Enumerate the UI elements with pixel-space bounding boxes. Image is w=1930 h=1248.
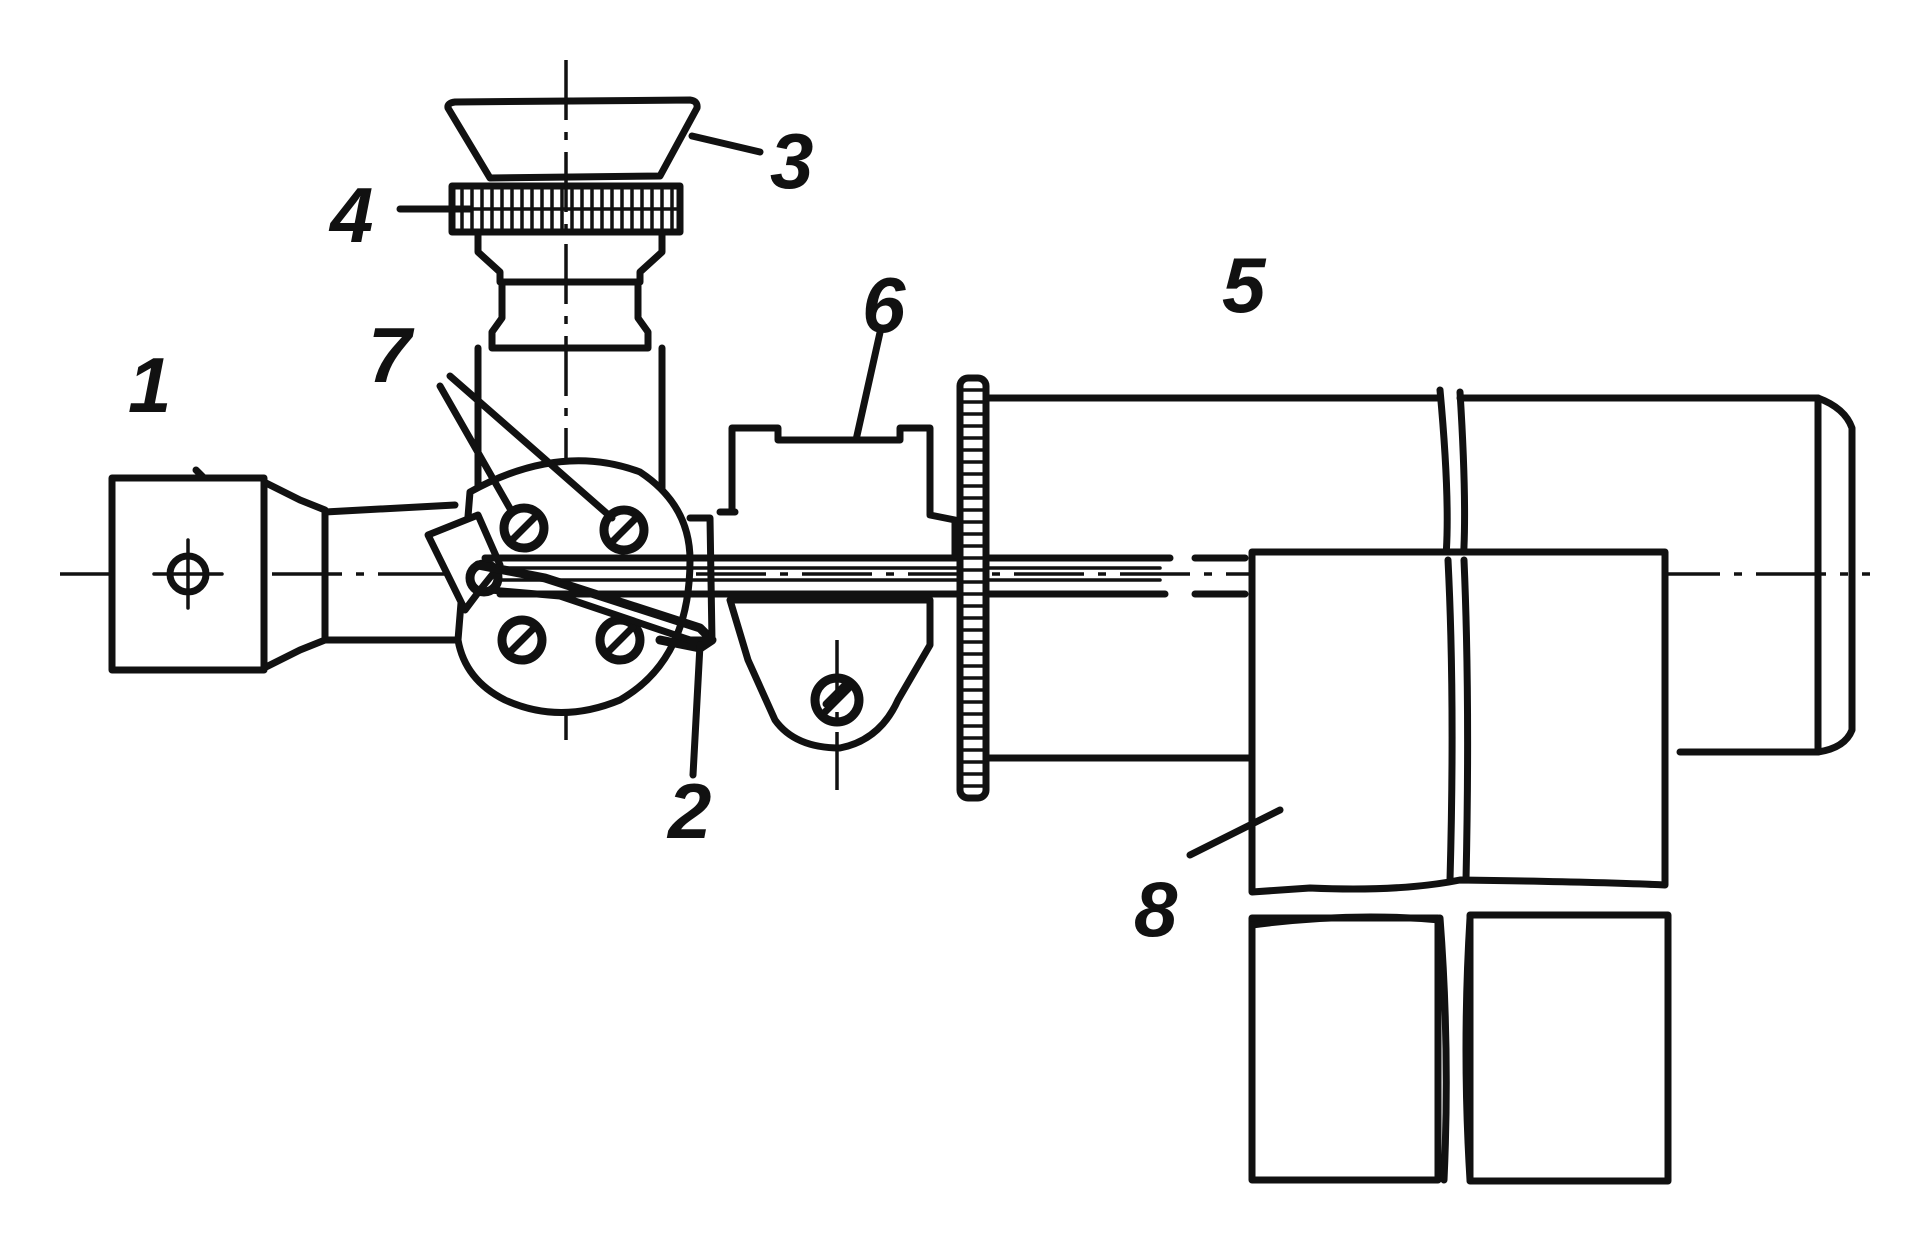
part-1-end-block: [108, 474, 329, 674]
knurled-disk: [956, 374, 990, 802]
crosshair-icon: [152, 538, 224, 610]
eyepiece-assembly: [444, 96, 701, 504]
shaft: [481, 554, 1249, 598]
connecting-tube: [321, 501, 464, 644]
part-8-base-blocks: [1248, 548, 1672, 1185]
part-5-main-cylinder: [984, 386, 1856, 762]
adapter-plate: [686, 514, 716, 644]
label-5: 5: [1222, 241, 1267, 329]
screw-head-icon: [599, 505, 649, 555]
screw-head-icon: [499, 503, 549, 553]
part-6-clamp-bracket: [716, 424, 959, 790]
label-2: 2: [666, 767, 711, 855]
part-2-lever: [473, 560, 717, 653]
label-7: 7: [368, 311, 415, 399]
label-8: 8: [1134, 865, 1178, 953]
screw-head-icon: [497, 615, 547, 665]
leader-lines: [192, 132, 1284, 859]
label-3: 3: [770, 117, 813, 205]
label-6: 6: [862, 261, 906, 349]
circular-mount: [424, 457, 717, 716]
label-1: 1: [128, 341, 171, 429]
part-3-eyecup: [444, 96, 701, 182]
lever-plate: [424, 511, 504, 614]
label-4: 4: [328, 171, 373, 259]
